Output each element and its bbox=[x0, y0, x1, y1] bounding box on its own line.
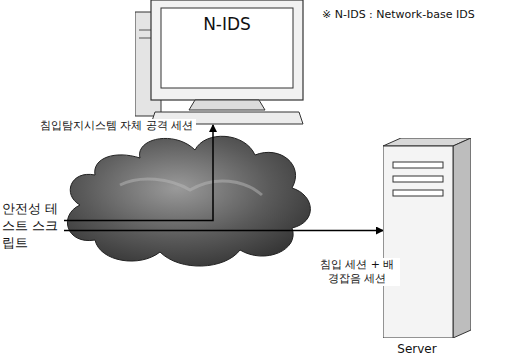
server-icon bbox=[383, 138, 471, 338]
footnote: ※ N-IDS : Network-base IDS bbox=[322, 8, 475, 21]
screen-label: N-IDS bbox=[161, 14, 293, 34]
session-arrow bbox=[64, 230, 383, 232]
script-label: 안전성 테스트 스크립트 bbox=[2, 200, 60, 251]
session-arrow bbox=[64, 125, 213, 221]
ids-computer: N-IDS bbox=[135, 0, 305, 125]
server-label: Server bbox=[373, 342, 461, 356]
server-tower: Server bbox=[383, 138, 471, 338]
test-script: 안전성 테스트 스크립트 bbox=[2, 200, 60, 251]
session-label: 침입 세션 + 배경잡음 세션 bbox=[314, 258, 400, 286]
session-label: 침입탐지시스템 자체 공격 세션 bbox=[38, 119, 196, 133]
